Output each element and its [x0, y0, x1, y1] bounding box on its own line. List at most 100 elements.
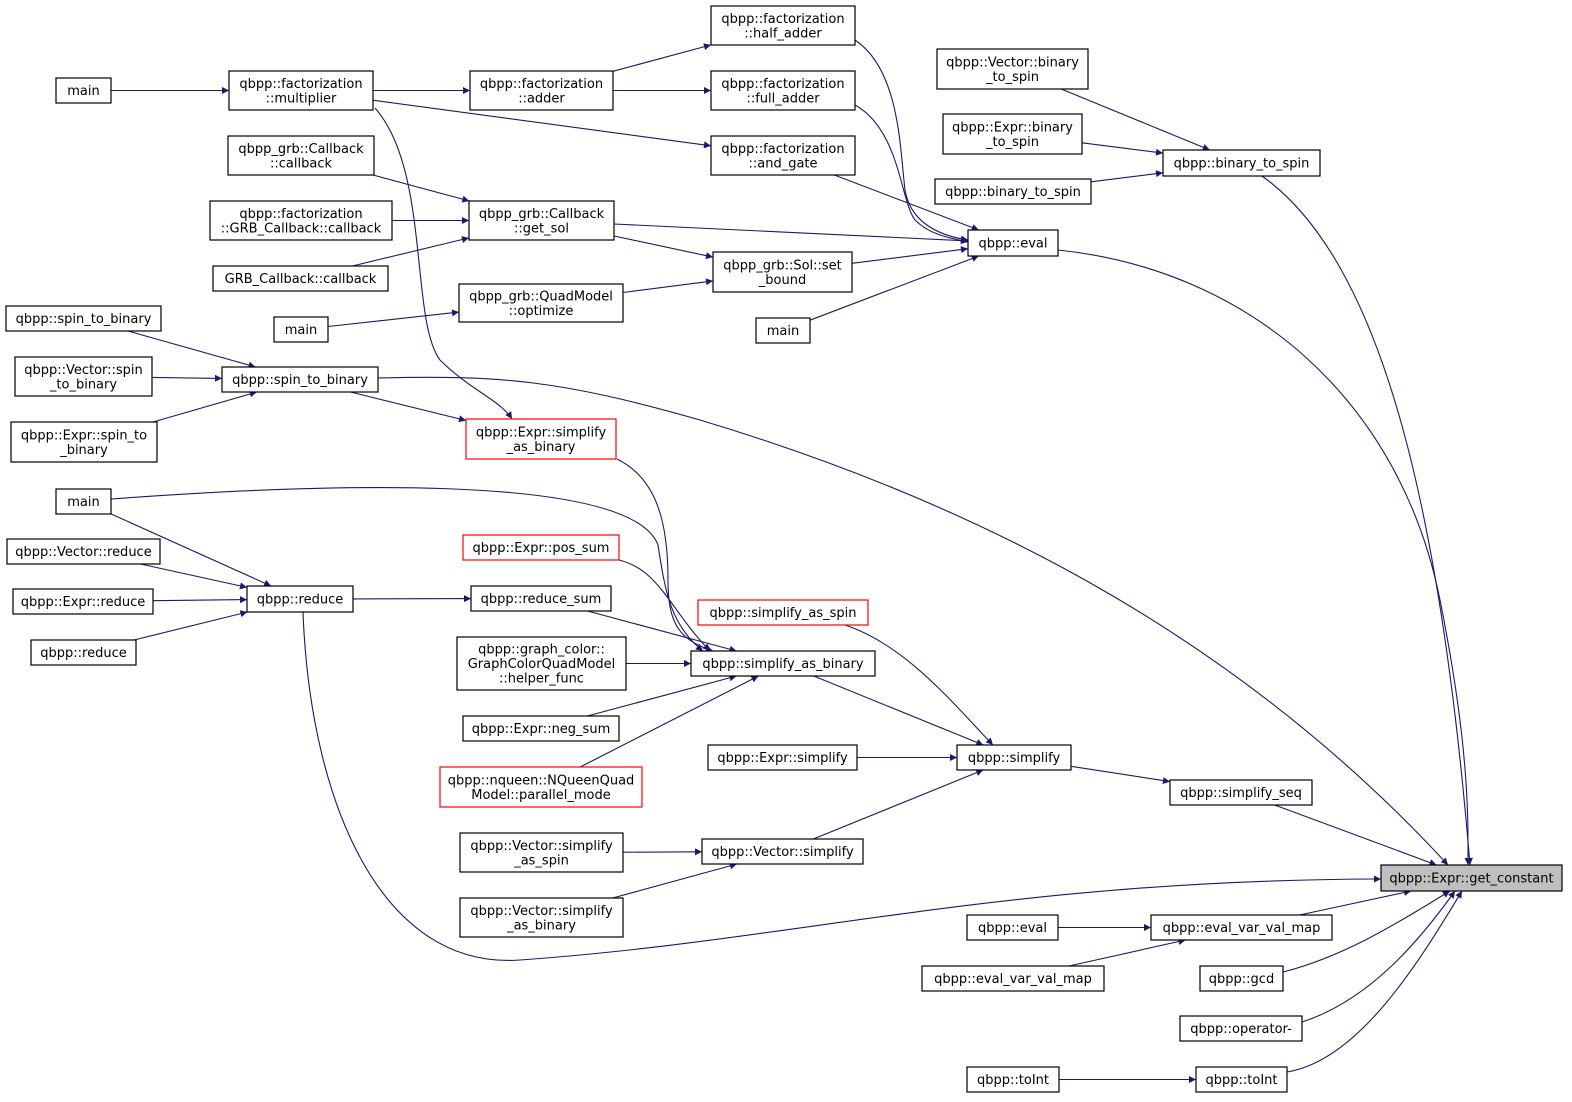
node-box [14, 356, 153, 397]
node-simplify-as-binary[interactable]: qbpp::simplify_as_binary [690, 650, 876, 677]
node-main-d[interactable]: main [55, 488, 112, 515]
node-label: qbpp::factorization [721, 12, 844, 27]
node-parallel-mode[interactable]: qbpp::nqueen::NQueenQuadModel::parallel_… [439, 766, 643, 808]
node-box [458, 283, 624, 323]
node-get-sol[interactable]: qbpp_grb::Callback::get_sol [468, 200, 615, 241]
node-label: qbpp::toInt [1206, 1073, 1278, 1088]
edge-expr_binary_to_spin-to-binary_to_spin [1081, 142, 1164, 156]
node-expr-reduce[interactable]: qbpp::Expr::reduce [12, 588, 154, 615]
node-box [465, 418, 617, 460]
node-full-adder[interactable]: qbpp::factorization::full_adder [710, 70, 856, 111]
node-half-adder[interactable]: qbpp::factorization::half_adder [710, 5, 856, 46]
node-grb-callback[interactable]: qbpp_grb::Callback::callback [227, 135, 375, 176]
node-eval-a[interactable]: qbpp::eval [967, 229, 1059, 257]
node-optimize[interactable]: qbpp_grb::QuadModel::optimize [458, 283, 624, 323]
node-label: qbpp::graph_color:: [478, 643, 605, 658]
edge-main_c-to-eval_a [809, 255, 979, 321]
node-fact-grb-callback[interactable]: qbpp::factorization::GRB_Callback::callb… [209, 200, 393, 241]
node-label: qbpp::Vector::reduce [15, 545, 151, 560]
edge-main_d-to-reduce [110, 513, 272, 587]
node-box [1380, 864, 1563, 892]
node-spin-to-binary-leaf[interactable]: qbpp::spin_to_binary [5, 305, 162, 332]
edge-layer [110, 39, 1473, 1083]
node-label: qbpp::Vector::simplify [711, 845, 854, 860]
node-label: qbpp::factorization [721, 77, 844, 92]
edge-vec_spin_to_binary-to-spin_to_binary [151, 374, 223, 382]
node-simplify-seq[interactable]: qbpp::simplify_seq [1169, 779, 1313, 806]
node-label: main [767, 324, 799, 339]
node-box [462, 534, 620, 561]
node-label: qbpp_grb::QuadModel [469, 289, 613, 304]
node-box [10, 421, 158, 463]
node-label: qbpp::Expr::spin_to [21, 428, 147, 443]
node-simplify-as-spin[interactable]: qbpp::simplify_as_spin [697, 599, 869, 626]
node-vec-simplify[interactable]: qbpp::Vector::simplify [701, 838, 864, 865]
node-box [755, 317, 811, 344]
node-gcd[interactable]: qbpp::gcd [1199, 965, 1284, 992]
node-eval-b[interactable]: qbpp::eval [966, 914, 1059, 941]
node-label: ::multiplier [266, 91, 337, 106]
edge-half_adder-to-eval_a [854, 39, 969, 243]
node-vec-simplify-as-binary[interactable]: qbpp::Vector::simplify_as_binary [459, 897, 624, 938]
edge-full_adder-to-eval_a [854, 104, 969, 244]
node-pos-sum[interactable]: qbpp::Expr::pos_sum [462, 534, 620, 561]
edge-eval_var_val_map-to-get_constant [1299, 889, 1412, 916]
node-binary-to-spin-leaf[interactable]: qbpp::binary_to_spin [934, 178, 1092, 205]
node-label: _to_binary [49, 377, 117, 392]
node-main-b[interactable]: main [273, 316, 329, 343]
node-expr-binary-to-spin[interactable]: qbpp::Expr::binary_to_spin [942, 113, 1083, 155]
node-label: qbpp_grb::Sol::set [723, 258, 842, 273]
node-grb-callback-cb[interactable]: GRB_Callback::callback [212, 265, 389, 292]
node-box [439, 766, 643, 808]
node-label: qbpp::Vector::spin [24, 363, 143, 378]
node-vec-binary-to-spin[interactable]: qbpp::Vector::binary_to_spin [936, 48, 1089, 90]
node-eval-var-val-map-leaf[interactable]: qbpp::eval_var_val_map [921, 965, 1105, 992]
node-expr-simplify-as-binary[interactable]: qbpp::Expr::simplify_as_binary [465, 418, 617, 460]
node-reduce-sum[interactable]: qbpp::reduce_sum [470, 585, 612, 612]
node-vec-reduce[interactable]: qbpp::Vector::reduce [6, 538, 161, 565]
edge-get_sol-to-eval_a [613, 223, 969, 245]
node-expr-simplify[interactable]: qbpp::Expr::simplify [707, 744, 858, 771]
edge-simplify_as_binary-to-simplify [813, 675, 984, 746]
node-reduce[interactable]: qbpp::reduce [246, 585, 354, 613]
node-main-c[interactable]: main [755, 317, 811, 344]
node-box [5, 305, 162, 332]
edge-operator_minus-to-get_constant [1301, 890, 1456, 1023]
node-adder[interactable]: qbpp::factorization::adder [469, 70, 614, 111]
node-toInt[interactable]: qbpp::toInt [1195, 1066, 1288, 1093]
node-box [30, 639, 137, 666]
node-simplify[interactable]: qbpp::simplify [956, 744, 1072, 771]
edge-expr_simplify_as_binary-to-simplify_as_binary [616, 458, 714, 653]
node-neg-sum[interactable]: qbpp::Expr::neg_sum [462, 715, 620, 742]
node-label: qbpp::simplify_as_binary [702, 657, 863, 672]
node-expr-spin-to-binary[interactable]: qbpp::Expr::spin_to_binary [10, 421, 158, 463]
node-and-gate[interactable]: qbpp::factorization::and_gate [710, 135, 856, 176]
edge-adder-to-half_adder [612, 43, 712, 72]
node-label: _as_binary [506, 918, 576, 933]
node-eval-var-val-map[interactable]: qbpp::eval_var_val_map [1150, 914, 1333, 941]
node-multiplier[interactable]: qbpp::factorization::multiplier [228, 70, 374, 111]
node-label: ::adder [518, 91, 565, 106]
node-label: qbpp::operator- [1190, 1022, 1292, 1037]
node-label: qbpp::factorization [239, 77, 362, 92]
node-helper-func[interactable]: qbpp::graph_color::GraphColorQuadModel::… [456, 636, 627, 691]
node-box [956, 744, 1072, 771]
node-box [459, 897, 624, 938]
node-get-constant[interactable]: qbpp::Expr::get_constant [1380, 864, 1563, 892]
edge-multiplier-to-and_gate [372, 99, 712, 149]
node-toInt-leaf[interactable]: qbpp::toInt [966, 1066, 1060, 1093]
node-reduce-leaf[interactable]: qbpp::reduce [30, 639, 137, 666]
node-label: GraphColorQuadModel [468, 657, 616, 672]
edge-main_d-to-simplify_as_binary [110, 486, 704, 652]
node-vec-simplify-as-spin[interactable]: qbpp::Vector::simplify_as_spin [459, 832, 624, 873]
edge-spin_to_binary_leaf-to-spin_to_binary [127, 330, 256, 369]
node-vec-spin-to-binary[interactable]: qbpp::Vector::spin_to_binary [14, 356, 153, 397]
node-operator-minus[interactable]: qbpp::operator- [1179, 1015, 1303, 1042]
node-label: ::callback [270, 156, 332, 171]
node-binary-to-spin[interactable]: qbpp::binary_to_spin [1162, 149, 1321, 177]
edge-multiplier-to-expr_simplify_as_binary [374, 107, 513, 420]
node-box [967, 229, 1059, 257]
node-main-a[interactable]: main [55, 77, 112, 104]
node-spin-to-binary[interactable]: qbpp::spin_to_binary [221, 366, 379, 393]
node-set-bound[interactable]: qbpp_grb::Sol::set_bound [712, 251, 853, 293]
